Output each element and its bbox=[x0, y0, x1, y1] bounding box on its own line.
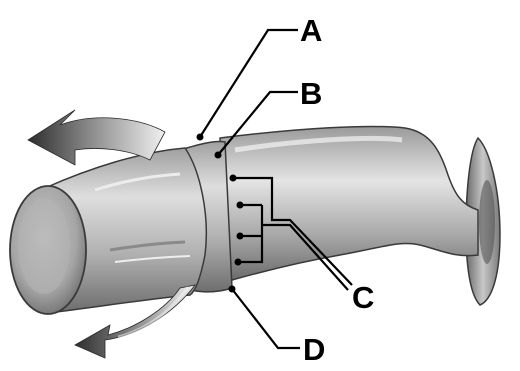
callout-d-label: D bbox=[303, 332, 325, 367]
callout-c-label: C bbox=[352, 280, 374, 315]
rotate-up-arrow-icon bbox=[28, 110, 165, 165]
leader-line-d bbox=[232, 289, 300, 348]
callout-a-label: A bbox=[300, 13, 322, 48]
leader-line-a bbox=[200, 30, 298, 137]
turn-signal-stalk-icon bbox=[10, 126, 478, 314]
callout-b-label: B bbox=[300, 76, 322, 111]
